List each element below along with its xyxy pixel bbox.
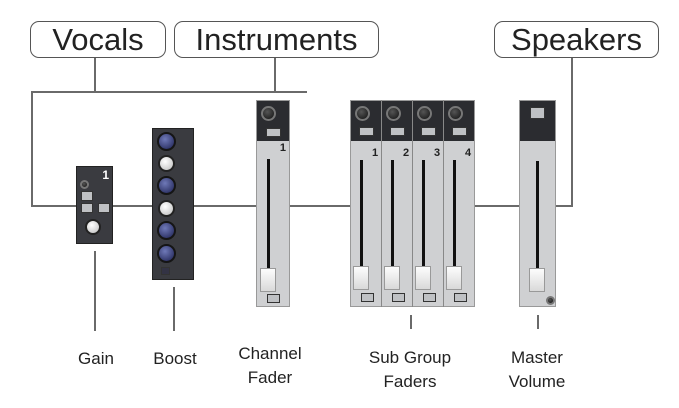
instruments-label: Instruments — [174, 21, 379, 58]
subgroup-pointer — [410, 315, 412, 329]
sub-group-faders-label-line1: Sub Group — [368, 348, 452, 367]
subgroup-afl-button[interactable] — [423, 293, 436, 302]
solo-button[interactable] — [267, 294, 280, 303]
main-mix-module — [519, 100, 556, 307]
subgroup-pan-knob[interactable] — [386, 106, 401, 121]
high-eq-knob[interactable] — [157, 132, 176, 151]
eq-boost-module — [152, 128, 194, 280]
mid-freq-knob[interactable] — [158, 200, 175, 217]
gain-label: Gain — [78, 349, 114, 368]
signal-path-line — [31, 205, 573, 207]
subgroup-fader-cap[interactable] — [384, 266, 400, 290]
subgroup-divider — [443, 100, 444, 307]
subgroup-pan-knob[interactable] — [448, 106, 463, 121]
subgroup-number: 2 — [403, 147, 410, 159]
boost-label: Boost — [153, 349, 197, 368]
subgroup-fader-track — [453, 160, 456, 278]
channel-fader-module: 1 — [256, 100, 290, 307]
master-fader-cap[interactable] — [529, 268, 545, 292]
subgroup-fader-track — [391, 160, 394, 278]
input-bus-line — [31, 91, 307, 93]
subgroup-afl-button[interactable] — [361, 293, 374, 302]
subgroup-fader-cap[interactable] — [353, 266, 369, 290]
high-freq-knob[interactable] — [158, 155, 175, 172]
talkback-button[interactable] — [530, 107, 545, 119]
channel-fader-label-line2: Fader — [247, 368, 293, 387]
pan-knob[interactable] — [261, 106, 276, 121]
subgroup-mute-button[interactable] — [421, 127, 436, 136]
mute-button[interactable] — [266, 128, 281, 137]
boost-pointer — [173, 287, 175, 331]
subgroup-fader-track — [422, 160, 425, 278]
pad-button[interactable] — [81, 191, 93, 201]
subgroup-fader-cap[interactable] — [415, 266, 431, 290]
master-volume-label-line1: Master — [511, 348, 563, 367]
channel-number: 1 — [102, 168, 109, 182]
high-mid-eq-knob[interactable] — [157, 176, 176, 195]
insert-button[interactable] — [98, 203, 110, 213]
channel-fader-cap[interactable] — [260, 268, 276, 292]
gain-module: 1 — [76, 166, 113, 244]
master-pointer — [537, 315, 539, 329]
subgroup-mute-button[interactable] — [452, 127, 467, 136]
instruments-connector — [274, 58, 276, 93]
vocals-label: Vocals — [30, 21, 166, 58]
jack-icon — [80, 180, 89, 189]
pan-section — [257, 101, 289, 141]
master-volume-label: Master Volume — [497, 346, 577, 394]
master-volume-label-line2: Volume — [508, 372, 566, 391]
subgroup-divider — [381, 100, 382, 307]
eq-button[interactable] — [161, 267, 170, 275]
subgroup-afl-button[interactable] — [454, 293, 467, 302]
subgroup-divider — [412, 100, 413, 307]
main-mix-led — [546, 296, 555, 305]
subgroup-fader-track — [360, 160, 363, 278]
phase-button[interactable] — [81, 203, 93, 213]
subgroup-number: 3 — [434, 147, 441, 159]
gain-pointer — [94, 251, 96, 331]
subgroup-mute-button[interactable] — [390, 127, 405, 136]
input-drop-line — [31, 91, 33, 206]
low-mid-eq-knob[interactable] — [157, 221, 176, 240]
subgroup-afl-button[interactable] — [392, 293, 405, 302]
vocals-connector — [94, 58, 96, 93]
fader-track — [267, 159, 270, 279]
speakers-label: Speakers — [494, 21, 659, 58]
talkback-section — [520, 101, 555, 141]
sub-group-faders-label-line2: Faders — [383, 372, 437, 391]
subgroup-fader-cap[interactable] — [446, 266, 462, 290]
subgroup-mute-button[interactable] — [359, 127, 374, 136]
speakers-connector — [571, 58, 573, 207]
subgroup-number: 1 — [372, 147, 379, 159]
channel-fader-label-line1: Channel — [238, 344, 302, 363]
subgroup-number: 4 — [465, 147, 472, 159]
subgroup-pan-knob[interactable] — [355, 106, 370, 121]
gain-knob[interactable] — [85, 219, 101, 235]
master-fader-track — [536, 161, 539, 281]
low-eq-knob[interactable] — [157, 244, 176, 263]
sub-group-faders-label: Sub Group Faders — [360, 346, 460, 394]
subgroup-pan-knob[interactable] — [417, 106, 432, 121]
channel-fader-label: Channel Fader — [230, 342, 310, 390]
channel-strip-number: 1 — [279, 142, 286, 154]
